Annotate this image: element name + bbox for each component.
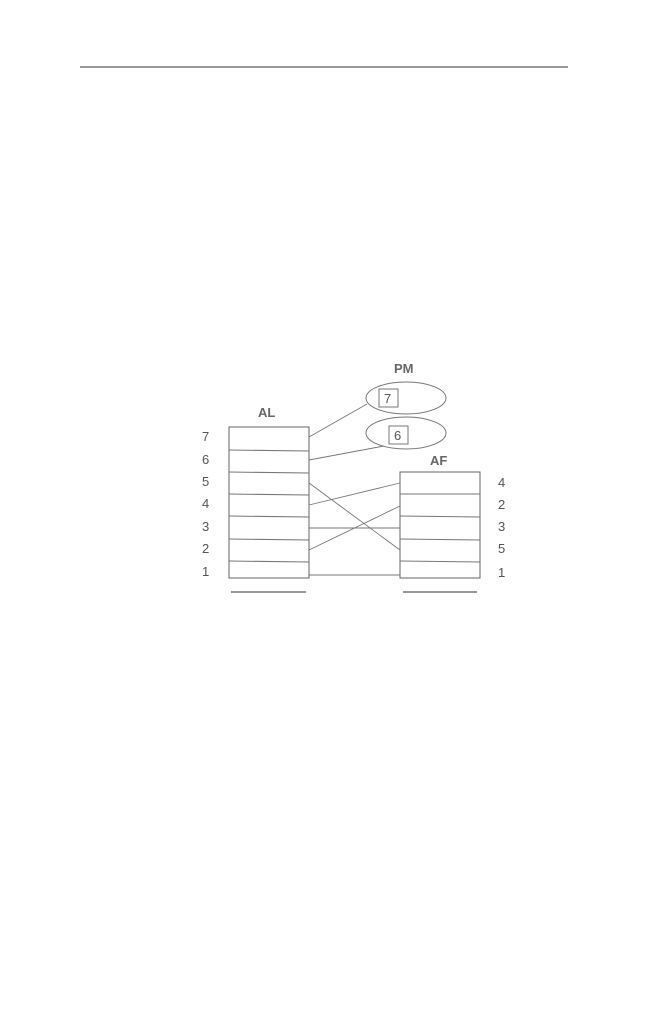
link-al4-af4	[308, 482, 401, 506]
al-numbers: 7 6 5 4 3 2 1	[202, 429, 209, 579]
link-al6-pm6	[308, 445, 385, 461]
svg-text:6: 6	[394, 428, 401, 443]
link-al5-af5	[308, 482, 401, 551]
af-number: 4	[498, 475, 505, 490]
al-number: 3	[202, 519, 209, 534]
link-al2-af2	[308, 505, 401, 551]
af-numbers: 4 2 3 5 1	[498, 475, 505, 580]
pm-item-7: 7	[365, 381, 447, 415]
al-number: 1	[202, 564, 209, 579]
al-title: AL	[258, 405, 275, 420]
af-stack	[399, 471, 481, 579]
al-number: 2	[202, 541, 209, 556]
al-number: 7	[202, 429, 209, 444]
pm-title: PM	[394, 361, 414, 376]
al-number: 6	[202, 452, 209, 467]
af-number: 1	[498, 565, 505, 580]
al-number: 5	[202, 474, 209, 489]
af-number: 3	[498, 519, 505, 534]
al-stack	[228, 426, 310, 579]
pm-item-6: 6	[365, 416, 447, 450]
af-title: AF	[430, 453, 447, 468]
svg-text:7: 7	[384, 391, 391, 406]
af-number: 2	[498, 497, 505, 512]
connections	[308, 403, 401, 576]
al-number: 4	[202, 496, 209, 511]
link-al7-pm7	[308, 403, 368, 438]
af-number: 5	[498, 541, 505, 556]
